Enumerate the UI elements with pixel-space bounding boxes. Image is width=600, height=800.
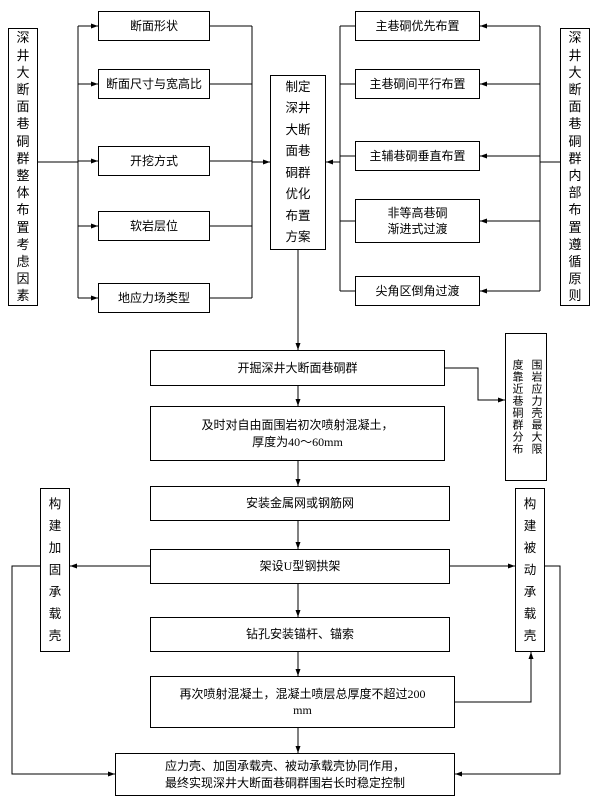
arrow-excavate-to-stress-shell (445, 367, 505, 403)
principle-label: 主巷硐优先布置 (375, 18, 460, 33)
step-box-final-control: 应力壳、加固承载壳、被动承载壳协同作用，最终实现深井大断面巷硐群围岩长时稳定控制 (115, 753, 455, 796)
factor-box-excavation-method: 开挖方式 (98, 146, 210, 176)
step-label: 及时对自由面围岩初次喷射混凝土，厚度为40～60mm (201, 418, 394, 449)
factor-box-stress-field-type: 地应力场类型 (98, 283, 210, 313)
principles-panel: 深井大断面巷硐群内部布置遵循原则 (560, 28, 590, 306)
considerations-panel: 深井大断面巷硐群整体布置考虑因素 (8, 28, 38, 306)
principle-box-main-priority: 主巷硐优先布置 (355, 11, 480, 41)
step-box-second-shotcrete: 再次喷射混凝土，混凝土喷层总厚度不超过200mm (150, 676, 455, 728)
optimization-plan-box: 制定深井大断面巷硐群优化布置方案 (270, 75, 326, 250)
step-box-install-mesh: 安装金属网或钢筋网 (150, 486, 450, 521)
step-box-excavate: 开掘深井大断面巷硐群 (150, 350, 445, 386)
factor-box-size-ratio: 断面尺寸与宽高比 (98, 69, 210, 99)
step-box-initial-shotcrete: 及时对自由面围岩初次喷射混凝土，厚度为40～60mm (150, 406, 445, 461)
principle-box-progressive-transition: 非等高巷硐渐进式过渡 (355, 199, 480, 243)
principles-panel-label: 深井大断面巷硐群内部布置遵循原则 (568, 30, 582, 304)
arrow-reinforced-shell-to-final (11, 565, 115, 777)
step-label: 安装金属网或钢筋网 (245, 496, 354, 511)
step-box-steel-arch: 架设U型钢拱架 (150, 549, 450, 584)
factor-box-soft-rock-layer: 软岩层位 (98, 211, 210, 241)
factor-label: 断面形状 (129, 18, 178, 33)
principle-box-perpendicular: 主辅巷硐垂直布置 (355, 141, 480, 171)
principle-label: 主巷硐间平行布置 (369, 76, 466, 91)
step-label: 再次喷射混凝土，混凝土喷层总厚度不超过200mm (179, 686, 426, 717)
right-outer-rail (539, 26, 560, 291)
factor-label: 断面尺寸与宽高比 (105, 76, 202, 91)
principle-label: 尖角区倒角过渡 (375, 283, 460, 298)
note-passive-shell: 构建被动承载壳 (515, 488, 545, 652)
step-label: 架设U型钢拱架 (259, 559, 341, 574)
right-inner-rail (339, 25, 355, 292)
principle-label: 主辅巷硐垂直布置 (369, 148, 466, 163)
note-stress-shell-label: 围岩应力壳最大限度靠近巷硐群分布 (511, 359, 542, 455)
arrow-shotcrete-to-passive-shell (455, 652, 534, 703)
left-inner-rail (210, 25, 253, 299)
principle-box-parallel: 主巷硐间平行布置 (355, 69, 480, 99)
principle-label: 非等高巷硐渐进式过渡 (387, 205, 448, 236)
optimization-plan-label: 制定深井大断面巷硐群优化布置方案 (285, 79, 311, 245)
considerations-panel-label: 深井大断面巷硐群整体布置考虑因素 (16, 30, 30, 304)
principle-box-chamfer-transition: 尖角区倒角过渡 (355, 276, 480, 306)
note-reinforced-shell-label: 构建加固承载壳 (48, 497, 62, 643)
step-box-bolts-cables: 钻孔安装锚杆、锚索 (150, 617, 450, 652)
note-stress-shell: 围岩应力壳最大限度靠近巷硐群分布 (505, 333, 547, 481)
arrow-passive-shell-to-final (455, 565, 561, 777)
factor-label: 开挖方式 (129, 153, 178, 168)
factor-box-section-shape: 断面形状 (98, 11, 210, 41)
left-outer-rail (38, 26, 79, 298)
factor-label: 地应力场类型 (117, 290, 190, 305)
factor-label: 软岩层位 (129, 218, 178, 233)
step-label: 开掘深井大断面巷硐群 (237, 360, 358, 375)
step-label: 应力壳、加固承载壳、被动承载壳协同作用，最终实现深井大断面巷硐群围岩长时稳定控制 (164, 759, 405, 790)
note-passive-shell-label: 构建被动承载壳 (523, 497, 537, 643)
step-label: 钻孔安装锚杆、锚索 (245, 627, 354, 642)
note-reinforced-shell: 构建加固承载壳 (40, 488, 70, 652)
